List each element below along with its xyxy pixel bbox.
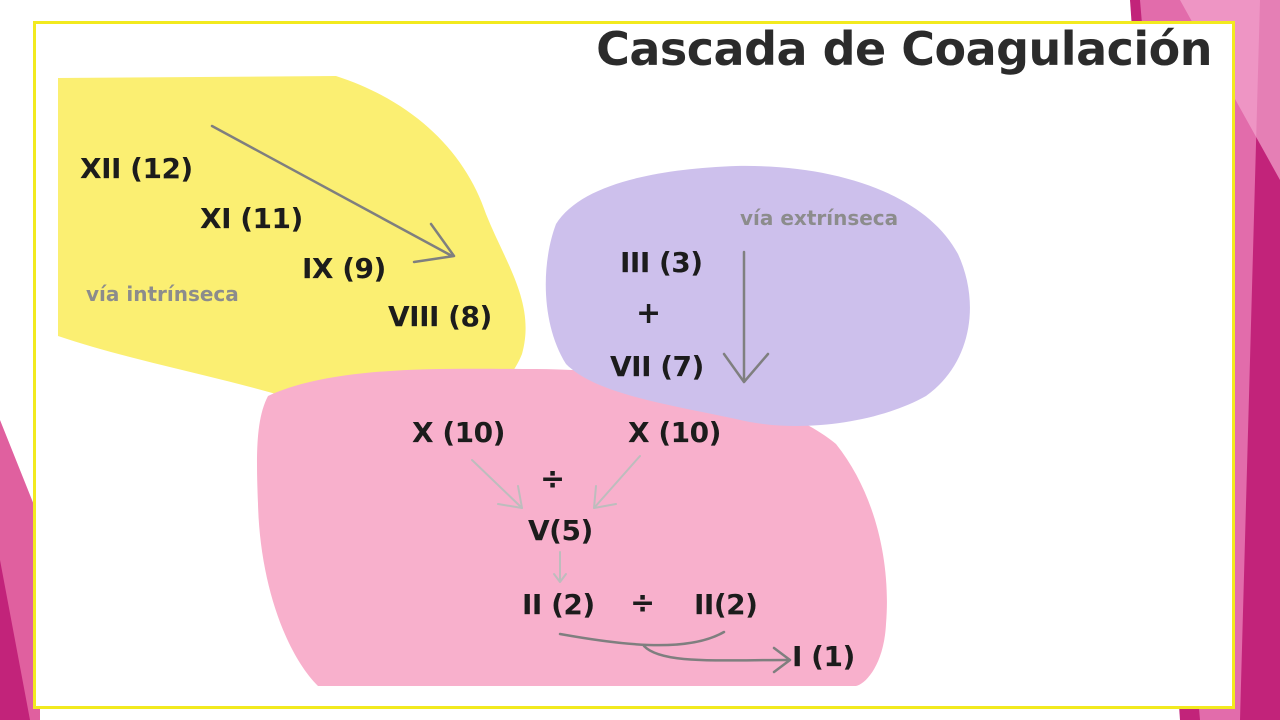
factor-ix: IX (9)	[302, 252, 386, 285]
factor-x-left: X (10)	[412, 416, 505, 449]
extrinsic-region	[545, 165, 970, 426]
slide-canvas: Cascada de Coagulación vía intrínseca XI…	[33, 21, 1235, 709]
factor-xii: XII (12)	[80, 152, 193, 185]
factor-vii: VII (7)	[610, 350, 704, 383]
divide-sign-bottom: ÷	[630, 586, 656, 621]
factor-viii: VIII (8)	[388, 300, 492, 333]
factor-v: V(5)	[528, 514, 593, 547]
factor-xi: XI (11)	[200, 202, 303, 235]
common-region	[257, 368, 887, 686]
factor-i: I (1)	[792, 640, 855, 673]
intrinsic-pathway-label: vía intrínseca	[86, 282, 239, 306]
slide-title: Cascada de Coagulación	[596, 22, 1212, 76]
factor-iii: III (3)	[620, 246, 703, 279]
factor-x-right: X (10)	[628, 416, 721, 449]
divide-sign-top: ÷	[540, 462, 566, 497]
plus-sign: +	[636, 296, 662, 331]
extrinsic-pathway-label: vía extrínseca	[740, 206, 899, 230]
factor-ii-right: II(2)	[694, 588, 758, 621]
factor-ii-left: II (2)	[522, 588, 595, 621]
